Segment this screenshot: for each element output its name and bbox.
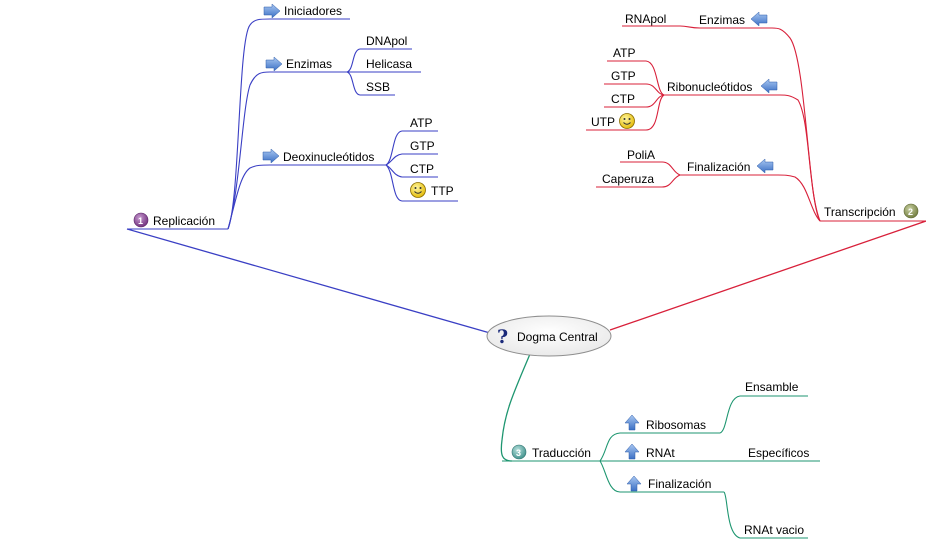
label-rnat: RNAt xyxy=(646,446,675,460)
arrow-right-icon xyxy=(263,3,281,19)
arrow-left-icon xyxy=(760,78,778,94)
central-label: Dogma Central xyxy=(517,330,598,344)
leaf-rep-ttp: TTP xyxy=(431,184,454,198)
connector-rep-gtp xyxy=(385,153,438,166)
connector-dnapol xyxy=(346,48,412,73)
leaf-dnapol[interactable]: DNApol xyxy=(366,34,407,48)
badge-number: 2 xyxy=(908,207,913,217)
connector-rep-atp xyxy=(385,130,438,166)
arrow-right-icon xyxy=(265,56,283,72)
leaf-rep-ctp[interactable]: CTP xyxy=(410,162,434,176)
label-ribonucleotidos: Ribonucleótidos xyxy=(667,80,752,94)
connector-rep-ctp xyxy=(385,164,438,178)
leaf-trans-utp: UTP xyxy=(591,115,615,129)
label-replicacion: Replicación xyxy=(153,214,215,228)
connector-ensamble xyxy=(719,395,808,434)
number-badge-3 xyxy=(511,444,527,460)
arrow-right-icon xyxy=(262,148,280,164)
connector-trans-utp xyxy=(586,94,665,131)
connector-ribo xyxy=(664,94,821,222)
node-ribonucleotidos[interactable]: Ribonucleótidos xyxy=(667,78,778,94)
node-replicacion[interactable]: 1 Replicación xyxy=(133,212,215,228)
connector-fin-trad xyxy=(599,460,724,493)
traduccion-branch xyxy=(502,395,820,539)
connector-trans-ctp xyxy=(604,94,665,108)
label-ribosomas: Ribosomas xyxy=(646,418,706,432)
leaf-ensamble[interactable]: Ensamble xyxy=(745,380,799,394)
central-node[interactable]: ? Dogma Central xyxy=(486,315,612,357)
arrow-left-icon xyxy=(750,11,768,27)
leaf-polia[interactable]: PoliA xyxy=(627,148,655,162)
node-enzimas-trans[interactable]: Enzimas xyxy=(699,11,768,27)
leaf-trans-atp[interactable]: ATP xyxy=(613,46,635,60)
number-badge-2 xyxy=(903,203,919,219)
arrow-up-icon xyxy=(626,475,642,492)
leaf-trans-utp-group[interactable]: UTP xyxy=(591,113,635,130)
leaf-ssb[interactable]: SSB xyxy=(366,80,390,94)
node-iniciadores[interactable]: Iniciadores xyxy=(263,3,342,19)
transcripcion-branch xyxy=(586,25,926,222)
label-iniciadores: Iniciadores xyxy=(284,4,342,18)
connector-traduccion xyxy=(500,353,531,462)
leaf-rnat-vacio[interactable]: RNAt vacio xyxy=(744,523,804,537)
node-finalizacion-trans[interactable]: Finalización xyxy=(687,158,774,174)
node-transcripcion[interactable]: Transcripción 2 xyxy=(824,203,919,219)
connector-iniciadores xyxy=(227,18,350,230)
leaf-caperuza[interactable]: Caperuza xyxy=(602,172,654,186)
question-icon: ? xyxy=(497,326,508,348)
central-ellipse xyxy=(486,315,612,357)
leaf-trans-ctp[interactable]: CTP xyxy=(611,92,635,106)
leaf-rnapol[interactable]: RNApol xyxy=(625,12,666,26)
connector-enzimas-trans xyxy=(622,25,821,222)
arrow-left-icon xyxy=(756,158,774,174)
label-enzimas: Enzimas xyxy=(286,57,332,71)
connector-deoxi xyxy=(227,164,386,230)
node-finalizacion-trad[interactable]: Finalización xyxy=(626,475,711,492)
leaf-especificos[interactable]: Específicos xyxy=(748,446,809,460)
connector-ribosomas xyxy=(599,432,720,462)
connector-enzimas-rep xyxy=(227,71,347,230)
arrow-up-icon xyxy=(624,414,640,431)
node-rnat[interactable]: RNAt xyxy=(624,443,675,460)
leaf-rep-atp[interactable]: ATP xyxy=(410,116,432,130)
label-enzimas: Enzimas xyxy=(699,13,745,27)
connector-transcripcion xyxy=(609,220,926,331)
number-badge-1 xyxy=(133,212,149,228)
connector-rnat-vacio xyxy=(723,491,808,539)
connector-replicacion xyxy=(126,228,491,334)
label-traduccion: Traducción xyxy=(532,446,591,460)
node-ribosomas[interactable]: Ribosomas xyxy=(624,414,706,432)
node-traduccion[interactable]: 3 Traducción xyxy=(511,444,591,460)
connector-polia xyxy=(620,161,681,176)
connector-fin-trans xyxy=(680,174,821,222)
arrow-up-icon xyxy=(624,443,640,460)
badge-number: 3 xyxy=(516,448,521,458)
badge-number: 1 xyxy=(138,216,143,226)
smiley-icon xyxy=(619,113,635,129)
leaf-trans-gtp[interactable]: GTP xyxy=(611,69,636,83)
leaf-rep-ttp-group[interactable]: TTP xyxy=(410,182,454,199)
node-deoxi[interactable]: Deoxinucleótidos xyxy=(262,148,374,164)
connector-trans-gtp xyxy=(604,83,665,96)
leaf-rep-gtp[interactable]: GTP xyxy=(410,139,435,153)
label-finalizacion: Finalización xyxy=(687,160,750,174)
connector-caperuza xyxy=(596,174,681,188)
label-deoxinucleotidos: Deoxinucleótidos xyxy=(283,150,374,164)
label-finalizacion: Finalización xyxy=(648,477,711,491)
leaf-helicasa[interactable]: Helicasa xyxy=(366,57,412,71)
connector-rep-ttp xyxy=(385,164,458,202)
connector-trans-atp xyxy=(607,60,665,96)
node-enzimas-rep[interactable]: Enzimas xyxy=(265,56,332,72)
connector-ssb xyxy=(346,71,395,96)
replicacion-branch xyxy=(127,18,458,230)
label-transcripcion: Transcripción xyxy=(824,205,896,219)
smiley-icon xyxy=(410,182,426,198)
